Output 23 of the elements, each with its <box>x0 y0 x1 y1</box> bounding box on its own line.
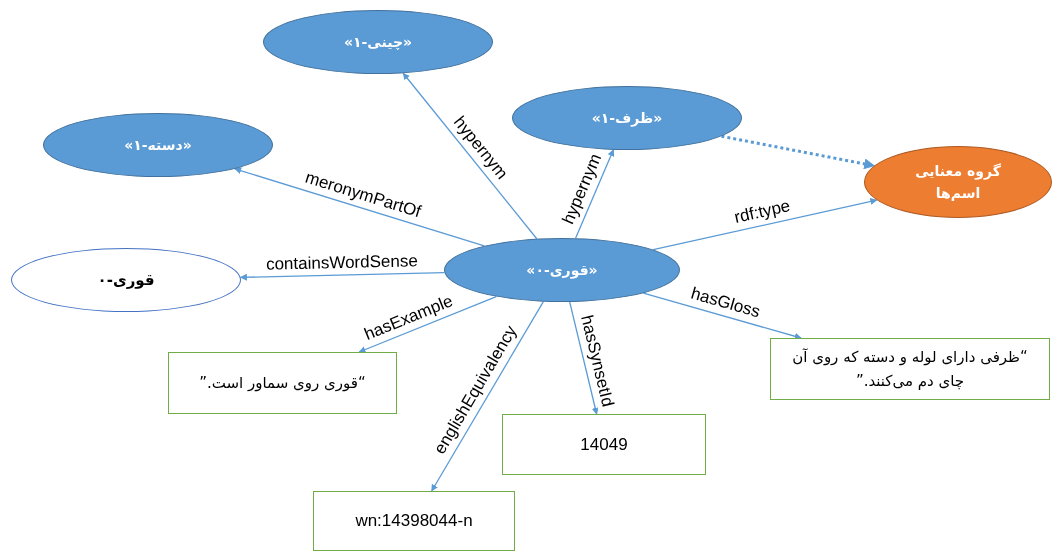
node-text: گروه معنایی اسم‌ها <box>914 161 1002 203</box>
node-text: «چینی-۱» <box>343 32 413 52</box>
arrow <box>652 198 878 251</box>
node-text: wn:14398044-n <box>355 510 473 533</box>
arrow <box>721 134 876 170</box>
node-text: «قوری-۰» <box>526 260 598 281</box>
node-text: «ظرف-۱» <box>591 108 663 129</box>
arrow <box>234 167 485 247</box>
arrow <box>642 292 802 340</box>
value-box <box>313 491 515 551</box>
node-text: «دسته-۱» <box>124 135 192 155</box>
node-text: “ظرفی دارای لوله و دسته که روی آن چای دم می‌کنند.” <box>791 347 1029 392</box>
node-text: “قوری روی سماور است.” <box>199 373 366 394</box>
arrow <box>358 295 497 353</box>
arrow <box>402 72 538 240</box>
arrow <box>431 300 544 492</box>
value-box <box>770 338 1050 400</box>
value-box <box>168 352 397 414</box>
arrow <box>239 272 446 281</box>
arrow <box>569 301 599 415</box>
arrow <box>574 149 615 239</box>
node-text: 14049 <box>580 433 628 456</box>
node-text: قوری-۰ <box>97 270 155 291</box>
